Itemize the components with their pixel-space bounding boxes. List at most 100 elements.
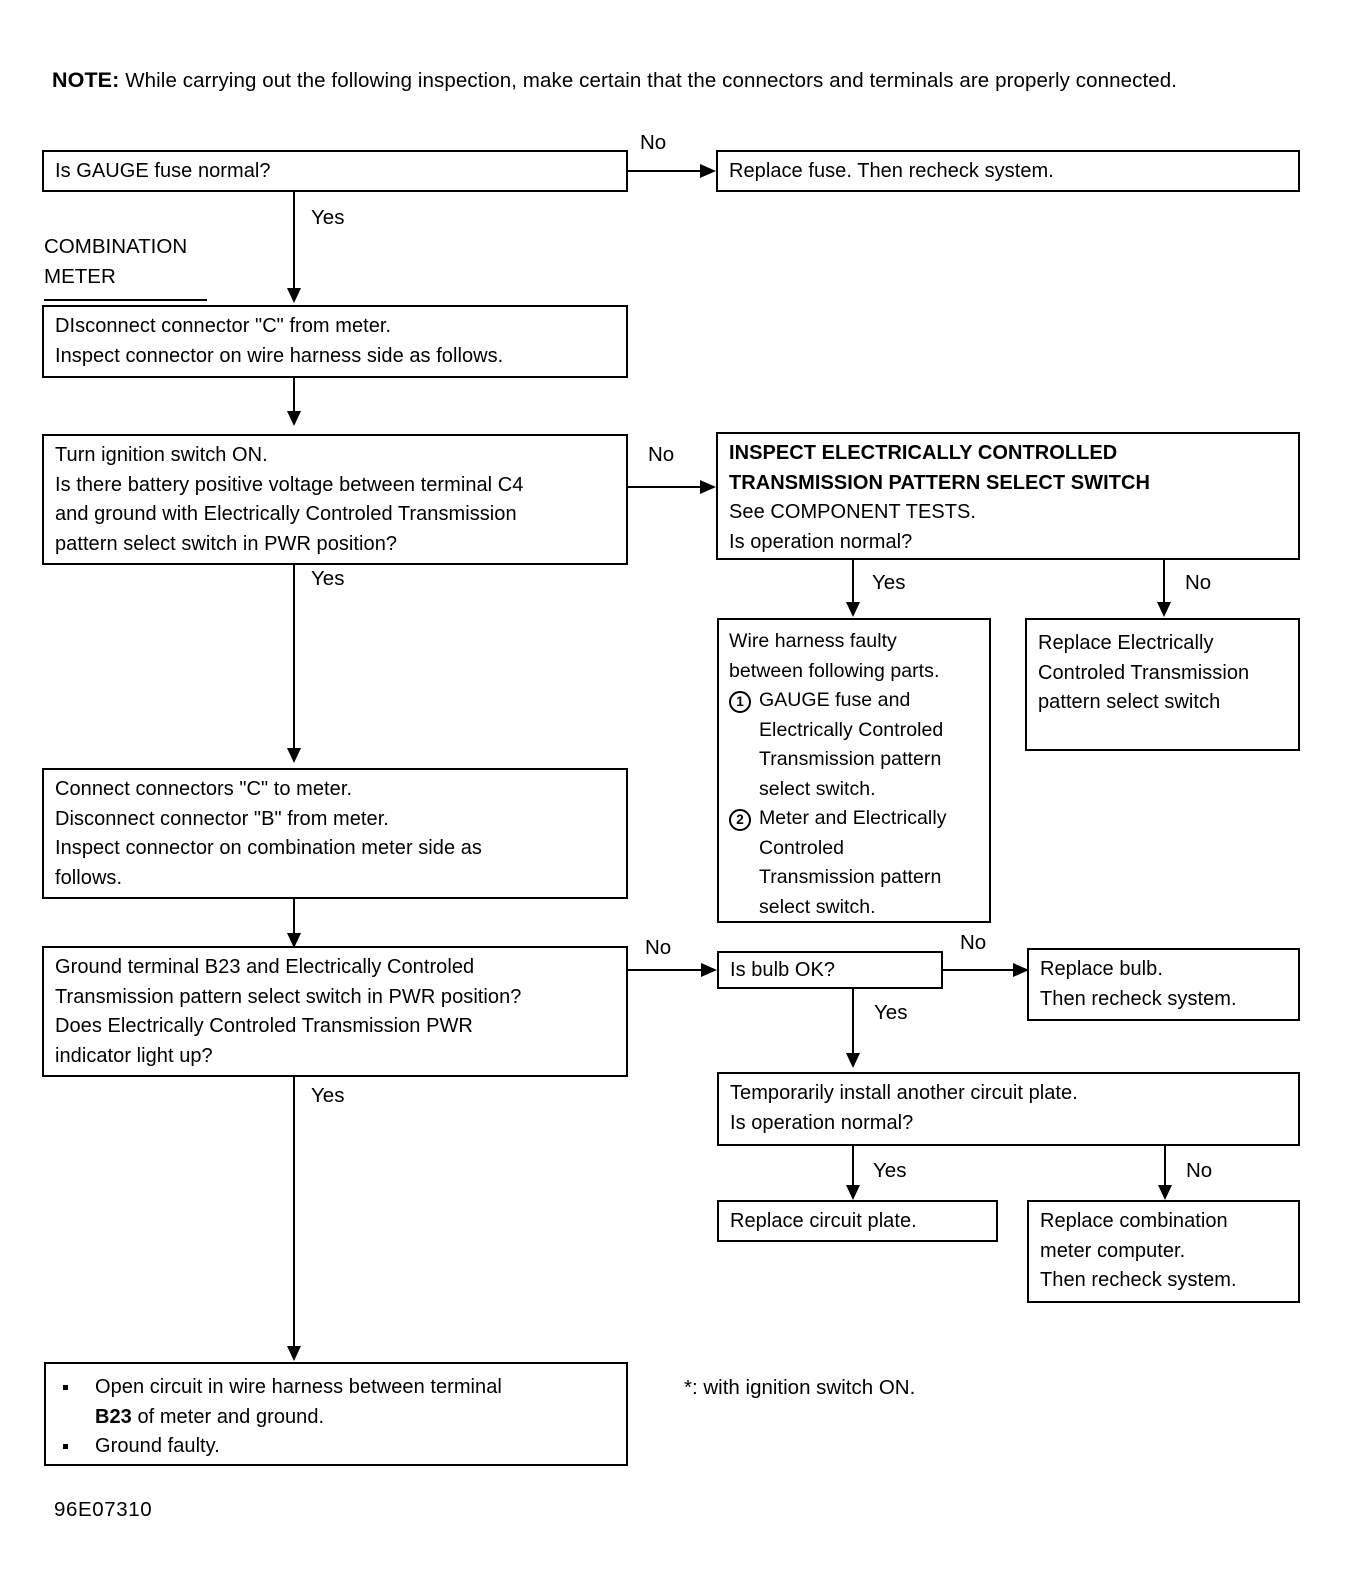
box-ignition-line2: Is there battery positive voltage betwee… <box>55 473 524 496</box>
box-replace-meter-computer-line1: Replace combination <box>1040 1210 1228 1232</box>
arrowhead-ignition-to-inspect <box>700 479 716 494</box>
box-replace-circuit-plate-line1: Replace circuit plate. <box>730 1209 917 1232</box>
branch-label-no-ground-b23: No <box>645 936 672 959</box>
arrowhead-circuit-plate-yes-down <box>845 1185 860 1200</box>
box-replace-fuse[interactable]: Replace fuse. Then recheck system. <box>716 150 1300 192</box>
box-replace-meter-computer-line3: Then recheck system. <box>1040 1269 1237 1291</box>
box-inspect-transmission-switch[interactable]: INSPECT ELECTRICALLY CONTROLLED TRANSMIS… <box>716 432 1300 560</box>
wire-harness-item1-l1: GAUGE fuse and <box>759 689 911 711</box>
arrowhead-gauge-yes-down <box>286 288 301 303</box>
arrowhead-ignition-yes-down <box>286 748 301 763</box>
section-title-line1: COMBINATION <box>44 235 188 258</box>
open-circuit-bullet2-line1: Ground faulty. <box>95 1435 220 1457</box>
wire-harness-item2-l4: select switch. <box>759 895 876 918</box>
box-replace-switch-line3: pattern select switch <box>1038 691 1221 713</box>
note-label: NOTE: <box>52 68 120 92</box>
box-is-bulb-ok[interactable]: Is bulb OK? <box>717 951 943 989</box>
open-circuit-bullet1-rest: of meter and ground. <box>131 1405 325 1428</box>
box-inspect-head1: INSPECT ELECTRICALLY CONTROLLED <box>729 442 1118 464</box>
box-ground-b23-line1: Ground terminal B23 and Electrically Con… <box>55 956 475 978</box>
connector-circuit-plate-no-down <box>1164 1146 1167 1193</box>
box-circuit-plate-line2: Is operation normal? <box>730 1111 914 1134</box>
connector-gauge-yes-down <box>293 192 296 288</box>
wire-harness-item2-l2: Controled <box>759 836 845 859</box>
box-ground-b23-line3: Does Electrically Controled Transmission… <box>55 1015 473 1037</box>
circled-number-2: 2 <box>729 809 751 831</box>
box-wire-harness-faulty[interactable]: Wire harness faulty between following pa… <box>717 618 991 923</box>
box-open-circuit-ground-faulty[interactable]: Open circuit in wire harness between ter… <box>44 1362 628 1466</box>
arrowhead-inspect-yes-down <box>845 602 860 617</box>
box-replace-switch-line1: Replace Electrically <box>1038 632 1214 654</box>
box-ignition-line4: pattern select switch in PWR position? <box>55 532 398 555</box>
box-ground-b23-line4: indicator light up? <box>55 1044 213 1067</box>
box-disconnect-connector-c[interactable]: DIsconnect connector "C" from meter. Ins… <box>42 305 628 378</box>
note-text: While carrying out the following inspect… <box>125 69 1178 92</box>
box-connect-c-line4: follows. <box>55 866 123 889</box>
connector-inspect-no-down <box>1163 560 1166 610</box>
arrowhead-ground-to-bulb <box>701 962 717 977</box>
box-connect-c-line1: Connect connectors "C" to meter. <box>55 778 353 800</box>
box-inspect-head2: TRANSMISSION PATTERN SELECT SWITCH <box>729 471 1150 494</box>
branch-label-yes-ignition: Yes <box>311 567 345 590</box>
box-replace-transmission-switch[interactable]: Replace Electrically Controled Transmiss… <box>1025 618 1300 751</box>
wire-harness-item-2: 2 Meter and Electrically Controled Trans… <box>729 804 979 922</box>
box-inspect-line4: Is operation normal? <box>729 530 913 553</box>
connector-ignition-yes-down <box>293 565 296 757</box>
box-connect-c-line3: Inspect connector on combination meter s… <box>55 837 482 859</box>
box-replace-fuse-line1: Replace fuse. Then recheck system. <box>729 159 1054 182</box>
arrowhead-bulb-to-replace-bulb <box>1013 962 1029 977</box>
section-title-line2: METER <box>44 265 116 288</box>
box-connect-c-disconnect-b[interactable]: Connect connectors "C" to meter. Disconn… <box>42 768 628 899</box>
box-wire-harness-line2: between following parts. <box>729 659 940 682</box>
box-gauge-fuse-line1: Is GAUGE fuse normal? <box>55 159 271 182</box>
footnote-ignition-switch: *: with ignition switch ON. <box>684 1376 916 1399</box>
arrowhead-circuit-plate-no-down <box>1157 1185 1172 1200</box>
circled-number-1: 1 <box>729 691 751 713</box>
open-circuit-bullet1-line2: B23 of meter and ground. <box>95 1403 615 1433</box>
branch-label-no-bulb: No <box>960 931 987 954</box>
connector-ground-to-bulb <box>626 968 705 972</box>
box-replace-bulb-line2: Then recheck system. <box>1040 987 1237 1010</box>
open-circuit-bullet-2: Ground faulty. <box>57 1432 615 1462</box>
box-ground-terminal-b23[interactable]: Ground terminal B23 and Electrically Con… <box>42 946 628 1077</box>
connector-ground-yes-down <box>293 1077 296 1355</box>
branch-label-yes-ground-b23: Yes <box>311 1084 345 1107</box>
connector-gauge-to-replace-fuse <box>626 169 704 173</box>
note-block: NOTE: While carrying out the following i… <box>52 64 1302 97</box>
wire-harness-numbered-list: 1 GAUGE fuse and Electrically Controled … <box>729 686 979 922</box>
box-ground-b23-line2: Transmission pattern select switch in PW… <box>55 985 522 1008</box>
connector-connect-to-ground <box>293 899 296 945</box>
box-replace-bulb[interactable]: Replace bulb. Then recheck system. <box>1027 948 1300 1021</box>
open-circuit-bullet1-line1: Open circuit in wire harness between ter… <box>95 1376 502 1398</box>
branch-label-no-ignition: No <box>648 443 675 466</box>
arrowhead-inspect-no-down <box>1156 602 1171 617</box>
branch-label-yes-bulb: Yes <box>874 1001 908 1024</box>
wire-harness-item1-l4: select switch. <box>759 777 876 800</box>
arrowhead-ground-yes-down <box>286 1346 301 1361</box>
connector-bulb-to-replace-bulb <box>941 968 1017 972</box>
box-replace-bulb-line1: Replace bulb. <box>1040 958 1163 980</box>
section-title-combination-meter: COMBINATION METER <box>44 232 207 301</box>
box-disconnect-c-line1: DIsconnect connector "C" from meter. <box>55 315 392 337</box>
wire-harness-item1-l2: Electrically Controled <box>759 718 944 741</box>
box-gauge-fuse-normal[interactable]: Is GAUGE fuse normal? <box>42 150 628 192</box>
open-circuit-bullet-1: Open circuit in wire harness between ter… <box>57 1373 615 1432</box>
box-temporarily-install-circuit-plate[interactable]: Temporarily install another circuit plat… <box>717 1072 1300 1146</box>
wire-harness-item-1: 1 GAUGE fuse and Electrically Controled … <box>729 686 979 804</box>
box-ignition-voltage-check[interactable]: Turn ignition switch ON. Is there batter… <box>42 434 628 565</box>
box-ignition-line1: Turn ignition switch ON. <box>55 444 268 466</box>
branch-label-yes-inspect: Yes <box>872 571 906 594</box>
connector-bulb-yes-down <box>852 989 855 1061</box>
box-disconnect-c-line2: Inspect connector on wire harness side a… <box>55 344 504 367</box>
box-replace-circuit-plate[interactable]: Replace circuit plate. <box>717 1200 998 1242</box>
box-replace-switch-line2: Controled Transmission <box>1038 661 1250 684</box>
branch-label-yes-gauge-fuse: Yes <box>311 206 345 229</box>
branch-label-no-gauge-fuse: No <box>640 131 667 154</box>
arrowhead-disconnect-to-ignition <box>286 411 301 426</box>
arrowhead-bulb-yes-down <box>845 1053 860 1068</box>
box-replace-meter-computer[interactable]: Replace combination meter computer. Then… <box>1027 1200 1300 1303</box>
box-inspect-line3: See COMPONENT TESTS. <box>729 501 976 523</box>
arrowhead-gauge-to-replace-fuse <box>700 163 716 178</box>
connector-ignition-to-inspect <box>626 485 704 489</box>
branch-label-no-inspect: No <box>1185 571 1212 594</box>
